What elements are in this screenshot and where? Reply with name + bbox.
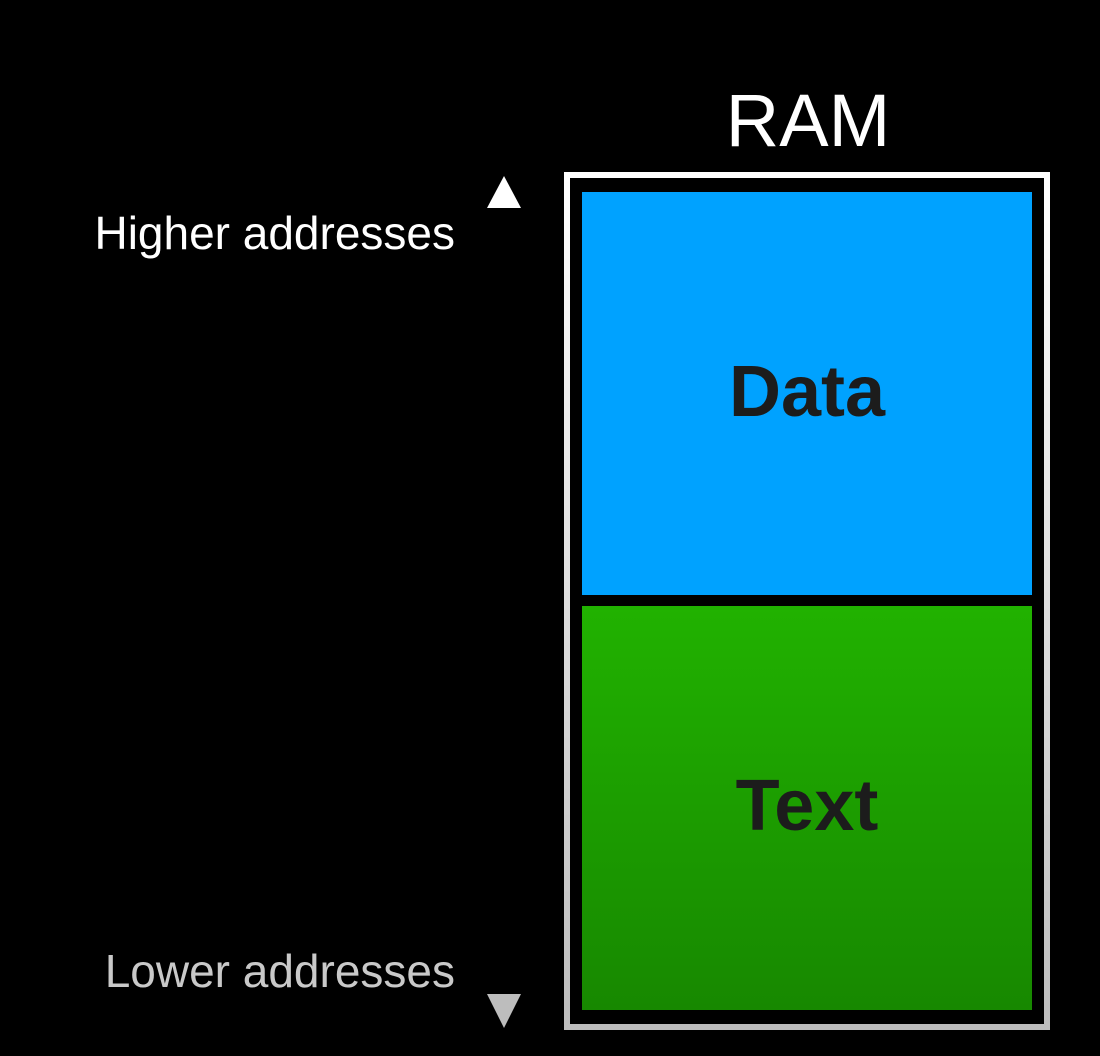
data-segment: Data bbox=[582, 192, 1032, 595]
text-segment: Text bbox=[582, 606, 1032, 1010]
ram-block: Data Text bbox=[564, 172, 1050, 1030]
text-segment-label: Text bbox=[735, 766, 879, 846]
address-axis-arrow bbox=[487, 176, 521, 1028]
arrow-up-icon bbox=[487, 176, 521, 208]
ram-title: RAM bbox=[725, 79, 891, 162]
arrow-down-icon bbox=[487, 994, 521, 1028]
higher-addresses-label: Higher addresses bbox=[94, 207, 455, 259]
lower-addresses-label: Lower addresses bbox=[104, 945, 455, 997]
data-segment-label: Data bbox=[728, 351, 886, 432]
